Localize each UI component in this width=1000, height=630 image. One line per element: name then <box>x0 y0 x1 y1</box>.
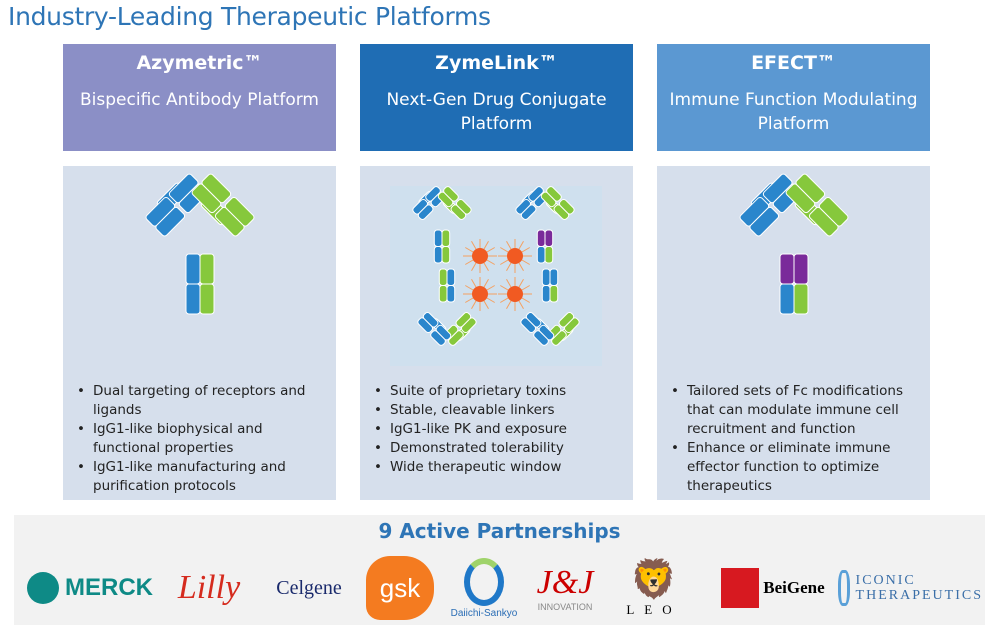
antibody-domain <box>779 283 795 315</box>
antibody-domain <box>433 229 443 247</box>
antibody-domain <box>185 253 201 285</box>
bullet-item: IgG1-like PK and exposure <box>372 420 625 439</box>
antibody-domain <box>779 253 795 285</box>
platform-zymelink: ZymeLink™ Next-Gen Drug Conjugate Platfo… <box>360 44 633 500</box>
antibody-domain <box>199 253 215 285</box>
platform-body: Tailored sets of Fc modifications that c… <box>657 166 930 500</box>
antibody-domain <box>438 268 448 286</box>
celgene-logo: Celgene <box>276 576 342 599</box>
antibody-domain <box>443 186 459 202</box>
antibody-domain <box>549 268 559 286</box>
antibody-domain <box>541 268 551 286</box>
antibody-domain <box>536 246 546 264</box>
platform-header: EFECT™ Immune Function Modulating Platfo… <box>657 44 930 151</box>
page-title: Industry-Leading Therapeutic Platforms <box>8 2 491 31</box>
partnerships-title: 9 Active Partnerships <box>378 519 621 543</box>
antibody-domain <box>417 317 434 334</box>
bullet-item: Tailored sets of Fc modifications that c… <box>669 382 922 439</box>
platform-name: Azymetric™ <box>136 52 263 74</box>
antibody-domain <box>224 196 255 227</box>
platform-header: Azymetric™ Bispecific Antibody Platform <box>63 44 336 151</box>
antibody-domain <box>533 330 549 346</box>
antibody-domain <box>417 204 434 221</box>
antibody-domain <box>199 283 215 315</box>
platform-subtitle: Bispecific Antibody Platform <box>80 90 319 110</box>
platform-body: Suite of proprietary toxins Stable, clea… <box>360 166 633 500</box>
antibody-domain <box>520 204 537 221</box>
platform-subtitle: Immune Function Modulating Platform <box>669 90 918 134</box>
bullet-item: IgG1-like manufacturing and purification… <box>75 458 328 496</box>
bispecific-antibody-illustration <box>145 173 255 315</box>
antibody-domain <box>455 198 472 215</box>
antibody-domain <box>749 206 780 237</box>
bullet-list: Dual targeting of receptors and ligands … <box>75 382 328 496</box>
platform-name: EFECT™ <box>751 52 836 74</box>
antibody-domain <box>446 285 456 303</box>
bullet-item: Stable, cleavable linkers <box>372 401 625 420</box>
bullet-list: Tailored sets of Fc modifications that c… <box>669 382 922 496</box>
antibody-domain <box>546 186 562 202</box>
toxin-payload-icon <box>507 286 523 302</box>
antibody-domain <box>544 229 554 247</box>
antibody-domain <box>544 246 554 264</box>
antibody-domain <box>430 330 446 346</box>
antibody-domain <box>536 229 546 247</box>
antibody-domain <box>455 311 472 328</box>
toxin-payload-icon <box>472 248 488 264</box>
platform-name: ZymeLink™ <box>435 52 558 74</box>
platform-efect: EFECT™ Immune Function Modulating Platfo… <box>657 44 930 500</box>
antibody-domain <box>558 311 575 328</box>
platform-azymetric: Azymetric™ Bispecific Antibody Platform … <box>63 44 336 500</box>
antibody-domain <box>558 198 575 215</box>
bullet-item: Suite of proprietary toxins <box>372 382 625 401</box>
leo-logo: 🦁LEO <box>626 559 682 617</box>
antibody-domain <box>155 206 186 237</box>
platform-subtitle: Next-Gen Drug Conjugate Platform <box>386 90 607 134</box>
bullet-item: Demonstrated tolerability <box>372 439 625 458</box>
antibody-domain <box>201 173 232 204</box>
toxin-payload-icon <box>472 286 488 302</box>
antibody-domain <box>441 229 451 247</box>
bullet-item: Wide therapeutic window <box>372 458 625 477</box>
platform-body: Dual targeting of receptors and ligands … <box>63 166 336 500</box>
antibody-domain <box>793 253 809 285</box>
antibody-domain <box>818 196 849 227</box>
bullet-list: Suite of proprietary toxins Stable, clea… <box>372 382 625 477</box>
toxin-payload-icon <box>507 248 523 264</box>
antibody-domain <box>433 246 443 264</box>
partnerships-panel: 9 Active Partnerships MERCK Lilly Celgen… <box>14 515 985 625</box>
antibody-domain <box>541 285 551 303</box>
antibody-domain <box>441 246 451 264</box>
fc-modified-antibody-illustration <box>739 173 849 315</box>
drug-conjugate-illustration <box>390 186 602 366</box>
merck-logo: MERCK <box>20 553 160 623</box>
antibody-domain <box>185 283 201 315</box>
bullet-item: IgG1-like biophysical and functional pro… <box>75 420 328 458</box>
lilly-logo: Lilly <box>177 569 241 606</box>
platform-header: ZymeLink™ Next-Gen Drug Conjugate Platfo… <box>360 44 633 151</box>
antibody-domain <box>520 317 537 334</box>
bullet-item: Enhance or eliminate immune effector fun… <box>669 439 922 496</box>
antibody-domain <box>549 285 559 303</box>
antibody-domain <box>446 268 456 286</box>
antibody-domain <box>795 173 826 204</box>
bullet-item: Dual targeting of receptors and ligands <box>75 382 328 420</box>
daiichi-sankyo-logo: Daiichi-Sankyo <box>444 553 524 623</box>
iconic-therapeutics-logo: ICONIC THERAPEUTICS <box>838 553 983 623</box>
gsk-logo: gsk <box>364 553 436 623</box>
beigene-logo: BeiGene <box>708 553 838 623</box>
antibody-domain <box>793 283 809 315</box>
antibody-domain <box>438 285 448 303</box>
